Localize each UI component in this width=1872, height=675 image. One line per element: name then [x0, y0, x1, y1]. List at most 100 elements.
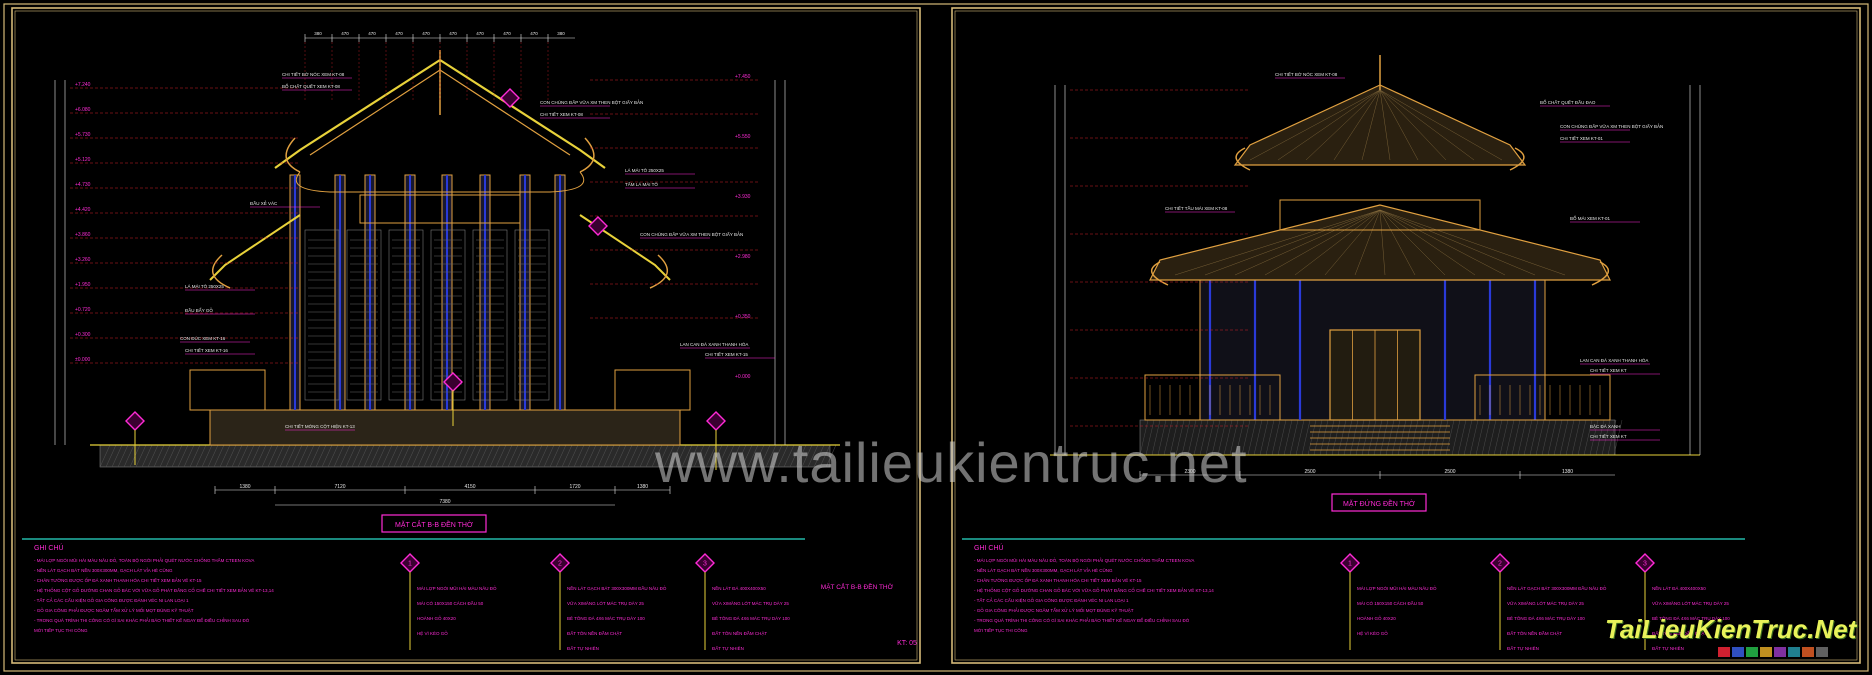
- level-label: +3.860: [75, 232, 91, 238]
- hatch-stroke: [729, 444, 741, 468]
- sheet-name: MẶT CẮT B-B ĐỀN THỜ: [821, 581, 894, 591]
- level-label: +5.550: [735, 134, 751, 140]
- legend-item: ĐẤT TỰ NHIÊN: [1652, 644, 1684, 651]
- hatch-stroke: [135, 444, 147, 468]
- notes-block-left: GHI CHÚ- MÁI LỢP NGÓI MŨI HÀI MÀU NÂU ĐỎ…: [34, 543, 917, 651]
- level-label: +0.300: [75, 332, 91, 338]
- hatch-stroke: [627, 444, 639, 468]
- hatch-stroke: [387, 444, 399, 468]
- hatch-stroke: [297, 444, 309, 468]
- hatch-stroke: [279, 444, 291, 468]
- plinth-hatch: [1283, 419, 1293, 456]
- roof-tile-line: [1174, 209, 1381, 276]
- roof-tile-line: [1379, 89, 1447, 161]
- bottom-dimension-value: 7120: [334, 484, 345, 490]
- notes-line: - HỆ THỐNG CỘT GỖ DƯỚNG CHAN GỖ BÁC VỚI …: [974, 586, 1214, 593]
- brand-logo-text: TaiLieuKienTruc.Net: [1605, 614, 1857, 644]
- elevation-frieze: [1279, 199, 1481, 231]
- hatch-stroke: [411, 444, 423, 468]
- legend-item: NỀN LÁT ĐÁ 400X400X50: [1652, 585, 1706, 591]
- roof-tile-line: [1204, 209, 1381, 276]
- annotation-text: BỔ CHẤT QUẾT XEM KT-08: [282, 83, 340, 89]
- railing-right: [614, 369, 691, 411]
- top-dimension-value: 470: [530, 31, 538, 36]
- hatch-stroke: [447, 444, 459, 468]
- hatch-stroke: [663, 444, 675, 468]
- annotation-text: BỔ CHẤT QUẾT ĐẦU ĐAO: [1540, 99, 1596, 105]
- section-marker-label: 3: [703, 561, 707, 568]
- bottom-dimension-value: 1720: [569, 484, 580, 490]
- plinth-hatch: [1151, 419, 1161, 456]
- elevation-title-box: [1331, 493, 1427, 512]
- hatch-stroke: [519, 444, 531, 468]
- hatch-stroke: [441, 444, 453, 468]
- plinth-hatch: [1517, 419, 1527, 456]
- hatch-stroke: [789, 444, 801, 468]
- hatch-stroke: [381, 444, 393, 468]
- level-label: +2.980: [735, 254, 751, 260]
- notes-line: - TRONG QUÁ TRÌNH THI CÔNG CÓ GÌ SAI KHÁ…: [34, 617, 250, 623]
- section-marker: [500, 88, 520, 108]
- annotation-text: CHI TIẾT XEM KT-16: [185, 347, 228, 353]
- lower-roof-rafter: [209, 214, 671, 281]
- plinth-hatch: [1571, 419, 1581, 456]
- hatch-stroke: [99, 444, 111, 468]
- top-dimension-value: 470: [341, 31, 349, 36]
- section-marker-label: 1: [408, 561, 412, 568]
- plinth-hatch: [1481, 419, 1491, 456]
- legend-item: VỮA XIMĂNG LÓT MÁC TRỤ DÀY 25: [712, 600, 789, 606]
- annotation-text: CHI TIẾT XEM KT-15: [705, 351, 748, 357]
- roof-tile-line: [1379, 89, 1391, 161]
- color-swatch: [1732, 647, 1744, 657]
- hatch-stroke: [615, 444, 627, 468]
- hatch-stroke: [159, 444, 171, 468]
- plinth-hatch: [1499, 419, 1509, 456]
- hatch-stroke: [501, 444, 513, 468]
- top-dimension-value: 470: [368, 31, 376, 36]
- hatch-stroke: [735, 444, 747, 468]
- hatch-stroke: [357, 444, 369, 468]
- roof-tile-line: [1264, 209, 1381, 276]
- hatch-stroke: [183, 444, 195, 468]
- hatch-stroke: [327, 444, 339, 468]
- hatch-stroke: [807, 444, 819, 468]
- hatch-stroke: [783, 444, 795, 468]
- plinth-hatch: [1457, 419, 1467, 456]
- roof-tile-line: [1379, 89, 1475, 161]
- hatch-stroke: [693, 444, 705, 468]
- plinth-hatch: [1211, 419, 1221, 456]
- hatch-stroke: [459, 444, 471, 468]
- annotation-text: CHI TIẾT TẦU MÁI XEM KT-08: [1165, 205, 1228, 211]
- outer-frame: [3, 3, 1869, 672]
- elevation-dimension-value: 2500: [1444, 469, 1455, 475]
- hatch-stroke: [369, 444, 381, 468]
- hatch-stroke: [513, 444, 525, 468]
- plinth-hatch: [1607, 419, 1617, 456]
- hatch-stroke: [399, 444, 411, 468]
- hatch-stroke: [249, 444, 261, 468]
- annotation-text: LÁ MÁI TÔ 250X25: [625, 167, 664, 173]
- hatch-stroke: [525, 444, 537, 468]
- elevation-dimension-value: 2500: [1304, 469, 1315, 475]
- hatch-stroke: [219, 444, 231, 468]
- hatch-stroke: [351, 444, 363, 468]
- drawing-title: MẶT CẮT B-B ĐỀN THỜ: [395, 519, 473, 529]
- annotation-text: ĐẦU XẺ VÁC: [250, 200, 278, 206]
- hatch-stroke: [423, 444, 435, 468]
- hatch-stroke: [405, 444, 417, 468]
- right-sheet-inner-frame: [954, 10, 1858, 661]
- level-label: +7.450: [735, 74, 751, 80]
- notes-line: - NỀN LÁT GẠCH BÁT NỀN 300X300MM, GẠCH L…: [974, 567, 1113, 573]
- hatch-stroke: [699, 444, 711, 468]
- color-swatch: [1802, 647, 1814, 657]
- level-label: +0.000: [735, 374, 751, 380]
- plinth-hatch: [1595, 419, 1605, 456]
- plinth-hatch: [1535, 419, 1545, 456]
- notes-heading: GHI CHÚ: [34, 543, 64, 552]
- hatch-stroke: [609, 444, 621, 468]
- top-dimension-value: 470: [395, 31, 403, 36]
- annotation-text: LÁ MÁI TÔ 250X25: [185, 283, 224, 289]
- hatch-stroke: [561, 444, 573, 468]
- legend-item: VỮA XIMĂNG LÓT MÁC TRỤ DÀY 25: [1507, 600, 1584, 606]
